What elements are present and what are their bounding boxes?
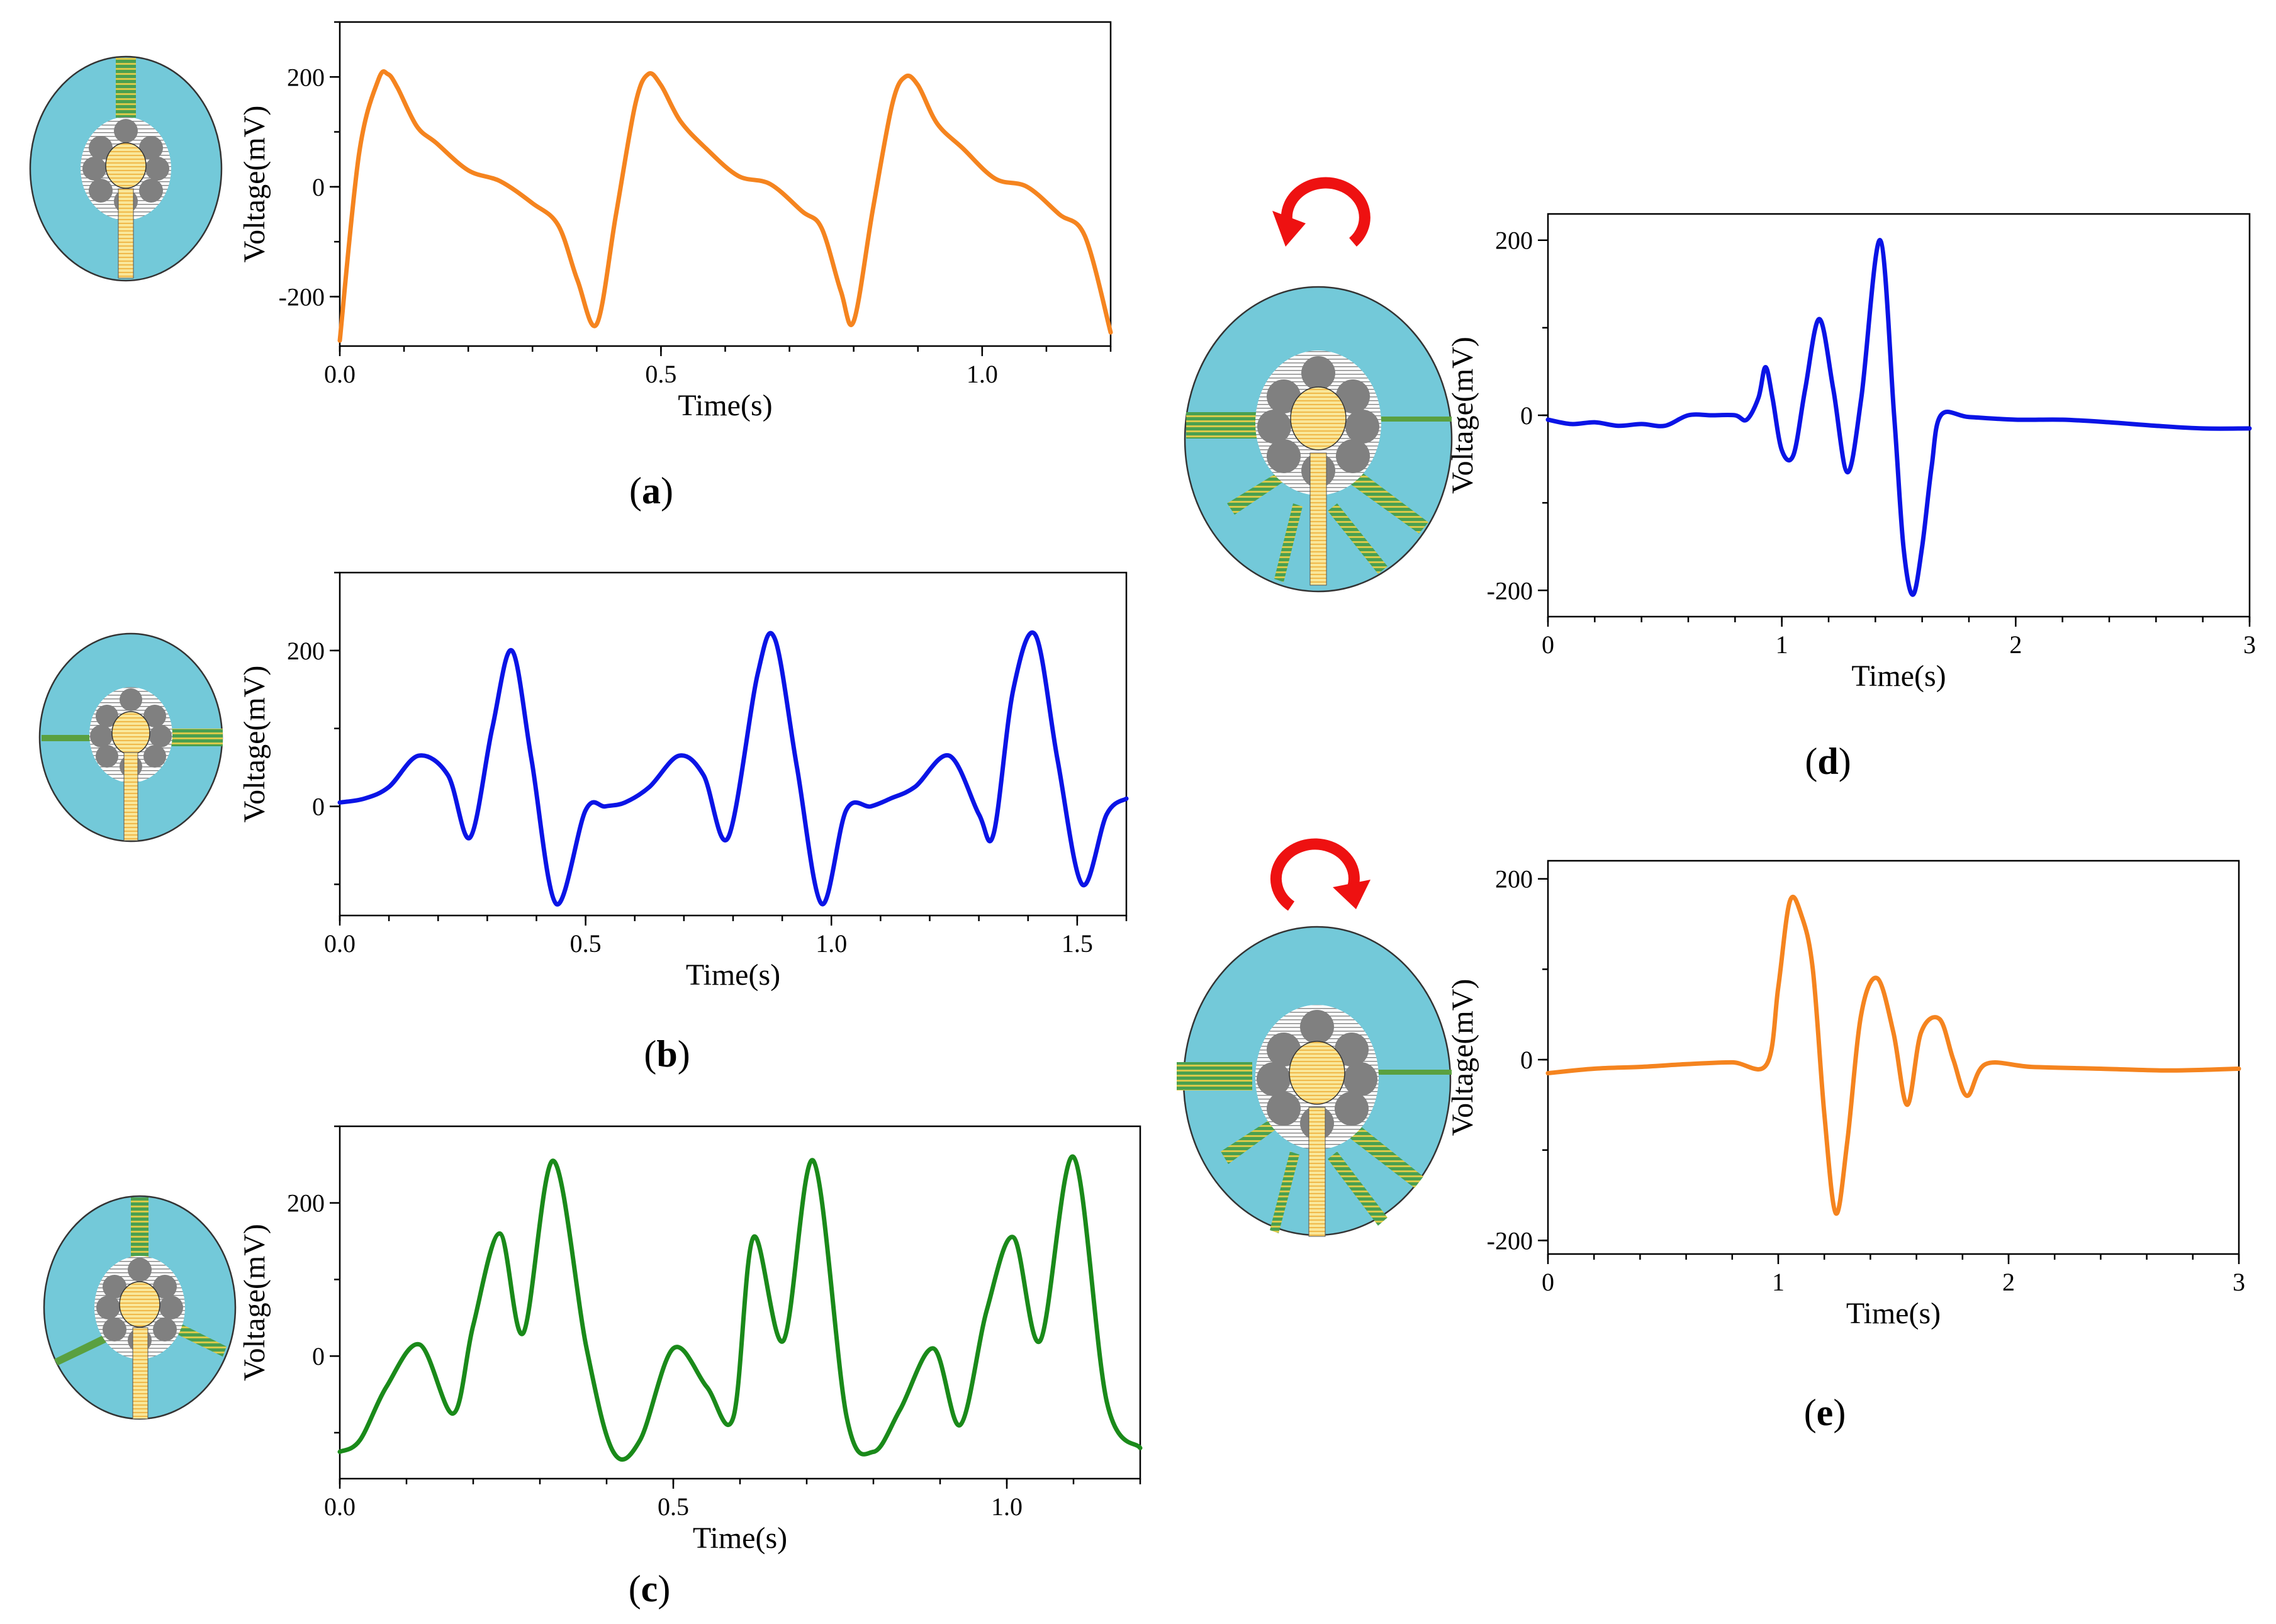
x-axis-title: Time(s) xyxy=(1851,659,1946,693)
voltage-series-line xyxy=(1545,894,2241,1216)
plot-frame xyxy=(1547,860,2240,1255)
sensor-schematic-d xyxy=(1184,177,1453,593)
electrode-bottom xyxy=(123,752,138,841)
x-tick-label: 0.0 xyxy=(324,929,356,958)
x-tick-label: 0 xyxy=(1542,1268,1554,1296)
x-tick-label: 1.0 xyxy=(967,360,998,388)
x-tick-label: 1.0 xyxy=(991,1492,1023,1521)
y-tick-label: 0 xyxy=(312,793,325,821)
panel-label-c: (c) xyxy=(629,1568,671,1610)
y-tick-label: 200 xyxy=(287,637,325,665)
x-tick-label: 0.5 xyxy=(570,929,602,958)
panel-label-a: (a) xyxy=(629,470,673,512)
y-axis-title: Voltage(mV) xyxy=(1446,979,1479,1136)
x-axis-title: Time(s) xyxy=(1846,1297,1941,1330)
rotation-arrow-head xyxy=(1333,880,1371,909)
electrode-right xyxy=(174,1321,227,1357)
y-tick-label: 0 xyxy=(312,1342,325,1370)
x-tick-label: 0.0 xyxy=(324,360,356,388)
sensor-schematic-c xyxy=(43,1195,237,1420)
x-axis-title: Time(s) xyxy=(693,1521,787,1555)
plot-frame xyxy=(339,571,1128,917)
y-tick-label: 0 xyxy=(1520,1046,1533,1074)
panel-label-d: (d) xyxy=(1805,741,1851,782)
y-axis-title: Voltage(mV) xyxy=(238,106,271,263)
voltage-series-line xyxy=(337,69,1113,343)
plot-frame xyxy=(339,21,1112,347)
y-axis-title: Voltage(mV) xyxy=(1446,337,1479,494)
x-tick-label: 1 xyxy=(1772,1268,1785,1296)
sensor-schematic-b xyxy=(38,632,223,843)
y-tick-label: -200 xyxy=(279,283,325,311)
y-tick-label: 0 xyxy=(1520,401,1533,430)
plot-frame xyxy=(339,1125,1141,1480)
rotation-arrow-head xyxy=(1272,211,1306,247)
x-axis-title: Time(s) xyxy=(678,389,772,422)
x-tick-label: 0.5 xyxy=(658,1492,689,1521)
rotation-arrow-icon xyxy=(1270,838,1360,911)
sensor-schematic-e xyxy=(1177,838,1452,1237)
x-tick-label: 0.5 xyxy=(645,360,676,388)
panel-label-b: (b) xyxy=(644,1033,690,1075)
x-tick-label: 1.5 xyxy=(1062,929,1093,958)
x-axis-title: Time(s) xyxy=(686,958,780,992)
x-tick-label: 0.0 xyxy=(324,1492,356,1521)
y-tick-label: 200 xyxy=(1495,227,1533,255)
y-tick-label: 200 xyxy=(287,63,325,91)
electrode-right xyxy=(171,729,223,746)
y-tick-label: -200 xyxy=(1487,576,1533,605)
x-tick-label: 2 xyxy=(2002,1268,2015,1296)
plot-frame xyxy=(1547,213,2251,618)
sensor-schematic-a xyxy=(29,55,223,282)
x-tick-label: 2 xyxy=(2009,630,2022,659)
rotation-arrow-icon xyxy=(1281,177,1371,247)
voltage-series-line xyxy=(337,1155,1143,1462)
x-tick-label: 1.0 xyxy=(816,929,847,958)
voltage-series-line xyxy=(1545,238,2252,597)
electrode-bottom xyxy=(132,1327,149,1420)
x-tick-label: 3 xyxy=(2243,630,2256,659)
y-tick-label: 200 xyxy=(287,1189,325,1218)
x-tick-label: 1 xyxy=(1776,630,1788,659)
electrode-left xyxy=(42,735,92,741)
y-axis-title: Voltage(mV) xyxy=(238,666,271,823)
y-axis-title: Voltage(mV) xyxy=(238,1224,271,1381)
x-tick-label: 3 xyxy=(2233,1268,2245,1296)
y-tick-label: 0 xyxy=(312,173,325,201)
voltage-series-line xyxy=(337,630,1129,907)
electrode-top xyxy=(116,58,136,118)
y-tick-label: 200 xyxy=(1495,865,1533,893)
y-tick-label: -200 xyxy=(1487,1226,1533,1255)
electrode-top xyxy=(131,1197,149,1260)
electrode-left xyxy=(54,1333,111,1365)
electrode-bottom xyxy=(118,188,134,279)
x-tick-label: 0 xyxy=(1542,630,1554,659)
panel-label-e: (e) xyxy=(1804,1392,1846,1433)
